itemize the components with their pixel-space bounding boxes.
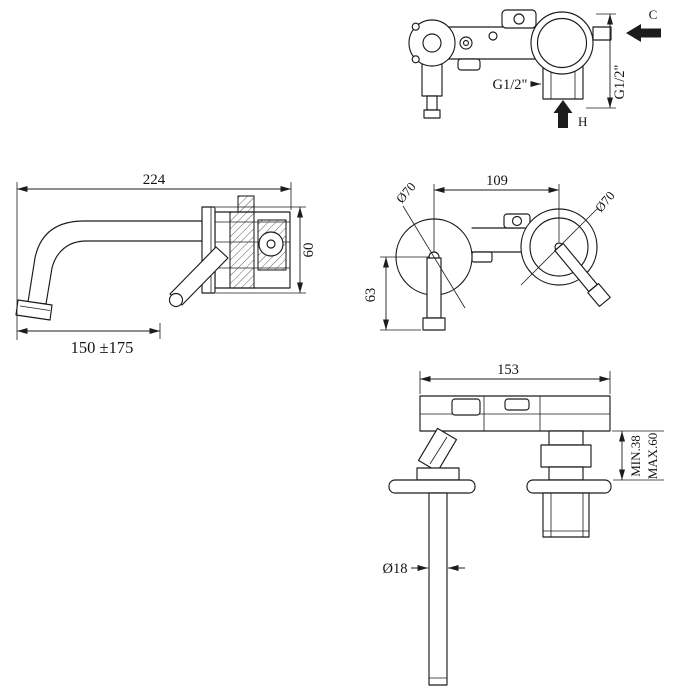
side-inlet-thread-label: G1/2" (612, 64, 628, 99)
diameter-leader (402, 205, 466, 309)
cartridge-center (266, 239, 276, 249)
spout-drop-label: 63 (363, 288, 379, 303)
cold-label: C (649, 7, 658, 22)
spout-outlet-flare (422, 317, 446, 331)
wall-depth-max-label: MAX.60 (645, 433, 660, 480)
spout-elbow (417, 427, 458, 473)
overall-depth-label: 224 (143, 172, 166, 188)
spout-tube-top (421, 63, 443, 97)
elbow-edge (429, 436, 448, 465)
bracket-hole (513, 13, 525, 25)
body-tab (471, 251, 493, 263)
handle-knob (168, 292, 184, 308)
center-distance-label: 109 (486, 173, 508, 189)
mixer-neck-lower (548, 466, 584, 481)
valve-lug (451, 398, 481, 416)
rosette-diameter-left-label: Ø70 (393, 179, 419, 206)
tube-diameter-label: Ø18 (383, 561, 408, 577)
cold-inlet-stub (592, 26, 612, 41)
handle-knob (587, 283, 611, 307)
rosette-screw (411, 22, 420, 31)
installation-view: 153 MIN.38 MAX.60 Ø18 (383, 362, 664, 686)
handle-lever (169, 246, 229, 306)
spout-rosette-hub (422, 33, 442, 53)
bracket-hole (511, 215, 523, 227)
bottom-inlet-thread-label: G1/2" (493, 77, 528, 93)
wall-depth-min-label: MIN.38 (628, 435, 643, 477)
hot-flow-arrow (553, 100, 573, 128)
body-length-label: 153 (497, 362, 519, 378)
front-view: Ø70 Ø70 109 63 (363, 173, 618, 331)
mixer-neck-upper (548, 430, 584, 446)
spout-aerator-top (423, 109, 441, 119)
bracket-lug (504, 398, 530, 411)
mixer-sleeve (542, 492, 590, 538)
body-screw-center (462, 39, 470, 47)
in-wall-body (419, 395, 611, 432)
hot-label: H (578, 114, 587, 129)
valve-screw-section (237, 195, 255, 213)
body-hole (488, 31, 498, 41)
spout-flange (388, 479, 476, 494)
cold-flow-arrow (626, 24, 661, 42)
mixer-block (540, 444, 592, 468)
mixer-cartridge-top (536, 17, 588, 69)
spout-tube-tip (426, 95, 438, 111)
aerator-face-line (19, 305, 51, 311)
rosette-screw (411, 55, 420, 64)
rosette-diameter-right-label: Ø70 (592, 188, 618, 215)
diameter-leader (520, 208, 598, 286)
spout-drop-tube (426, 257, 442, 319)
spout-reach-label: 150 ±175 (71, 338, 134, 357)
body-height-label: 60 (301, 243, 317, 258)
body-section-hatch (229, 211, 255, 289)
top-view: C H G1/2" G1/2" (408, 7, 661, 129)
side-view: 224 60 150 ±175 (15, 172, 317, 357)
spout-down-tube (428, 492, 448, 686)
mixer-flange (526, 479, 612, 494)
body-tab (457, 58, 481, 71)
spout-hub (416, 467, 460, 481)
